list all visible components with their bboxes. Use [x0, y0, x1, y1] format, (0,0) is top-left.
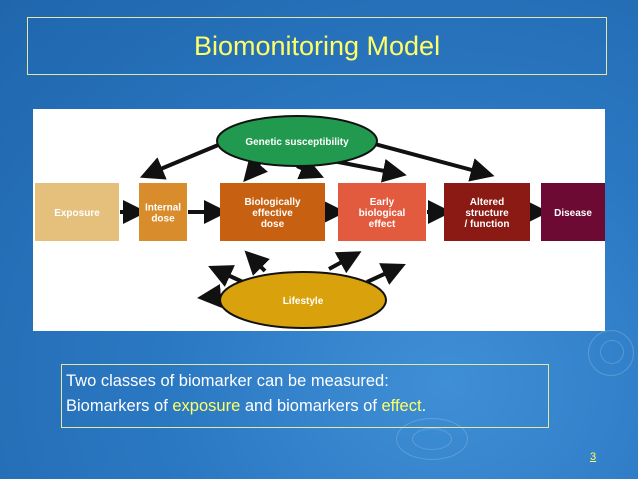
stage-disease: Disease — [541, 183, 605, 241]
caption-effect: effect — [381, 397, 422, 415]
caption-text: Biomarkers of — [66, 397, 173, 415]
caption-text: . — [421, 397, 427, 415]
stage-label: Internal — [145, 203, 181, 214]
stage-box — [35, 183, 119, 241]
stage-box — [139, 183, 187, 241]
stage-box — [338, 183, 426, 241]
stage-label: Altered — [470, 197, 504, 208]
stage-box — [541, 183, 605, 241]
stage-label: biological — [359, 208, 406, 219]
stage-label: effect — [369, 219, 396, 230]
genetic-arrow — [139, 141, 224, 180]
stage-label: Biologically — [244, 197, 301, 208]
caption-text: and biomarkers of — [240, 397, 382, 415]
caption-exposure: exposure — [172, 397, 241, 415]
genetic-arrow — [296, 157, 324, 180]
caption-line-1: Two classes of biomarker can be measured… — [66, 372, 389, 390]
page-number: 3 — [590, 451, 597, 463]
lifestyle-ellipse — [219, 271, 387, 329]
stage-label: Early — [370, 197, 395, 208]
genetic-susceptibility-node: Genetic susceptibility — [216, 115, 378, 167]
lifestyle-arrow — [328, 251, 362, 274]
water-ripple-decoration — [412, 428, 452, 450]
genetic-susceptibility-label: Genetic susceptibility — [245, 137, 349, 148]
genetic-arrow — [332, 158, 407, 183]
water-ripple-decoration — [588, 330, 634, 376]
stage-label: structure — [465, 208, 509, 219]
genetic-arrow — [370, 141, 495, 182]
stage-label: Exposure — [54, 208, 100, 219]
stage-label: / function — [465, 219, 510, 230]
stage-exposure: Exposure — [35, 183, 119, 241]
stage-label: dose — [151, 214, 175, 225]
lifestyle-node: Lifestyle — [219, 271, 387, 329]
slide-title: Biomonitoring Model — [193, 30, 441, 61]
stage-box — [444, 183, 530, 241]
water-ripple-decoration — [396, 418, 468, 460]
caption-line-2: Biomarkers of exposure and biomarkers of… — [66, 394, 544, 419]
caption-box: Two classes of biomarker can be measured… — [61, 364, 549, 428]
lifestyle-arrow — [244, 250, 270, 276]
lifestyle-arrow — [366, 263, 406, 285]
stage-label: effective — [252, 208, 293, 219]
stage-label: Disease — [554, 208, 592, 219]
stage-label: dose — [261, 219, 285, 230]
water-ripple-decoration — [600, 340, 624, 364]
stage-box — [220, 183, 325, 241]
title-box: Biomonitoring Model — [27, 17, 607, 75]
lifestyle-label: Lifestyle — [283, 296, 324, 307]
genetic-ellipse — [216, 115, 378, 167]
